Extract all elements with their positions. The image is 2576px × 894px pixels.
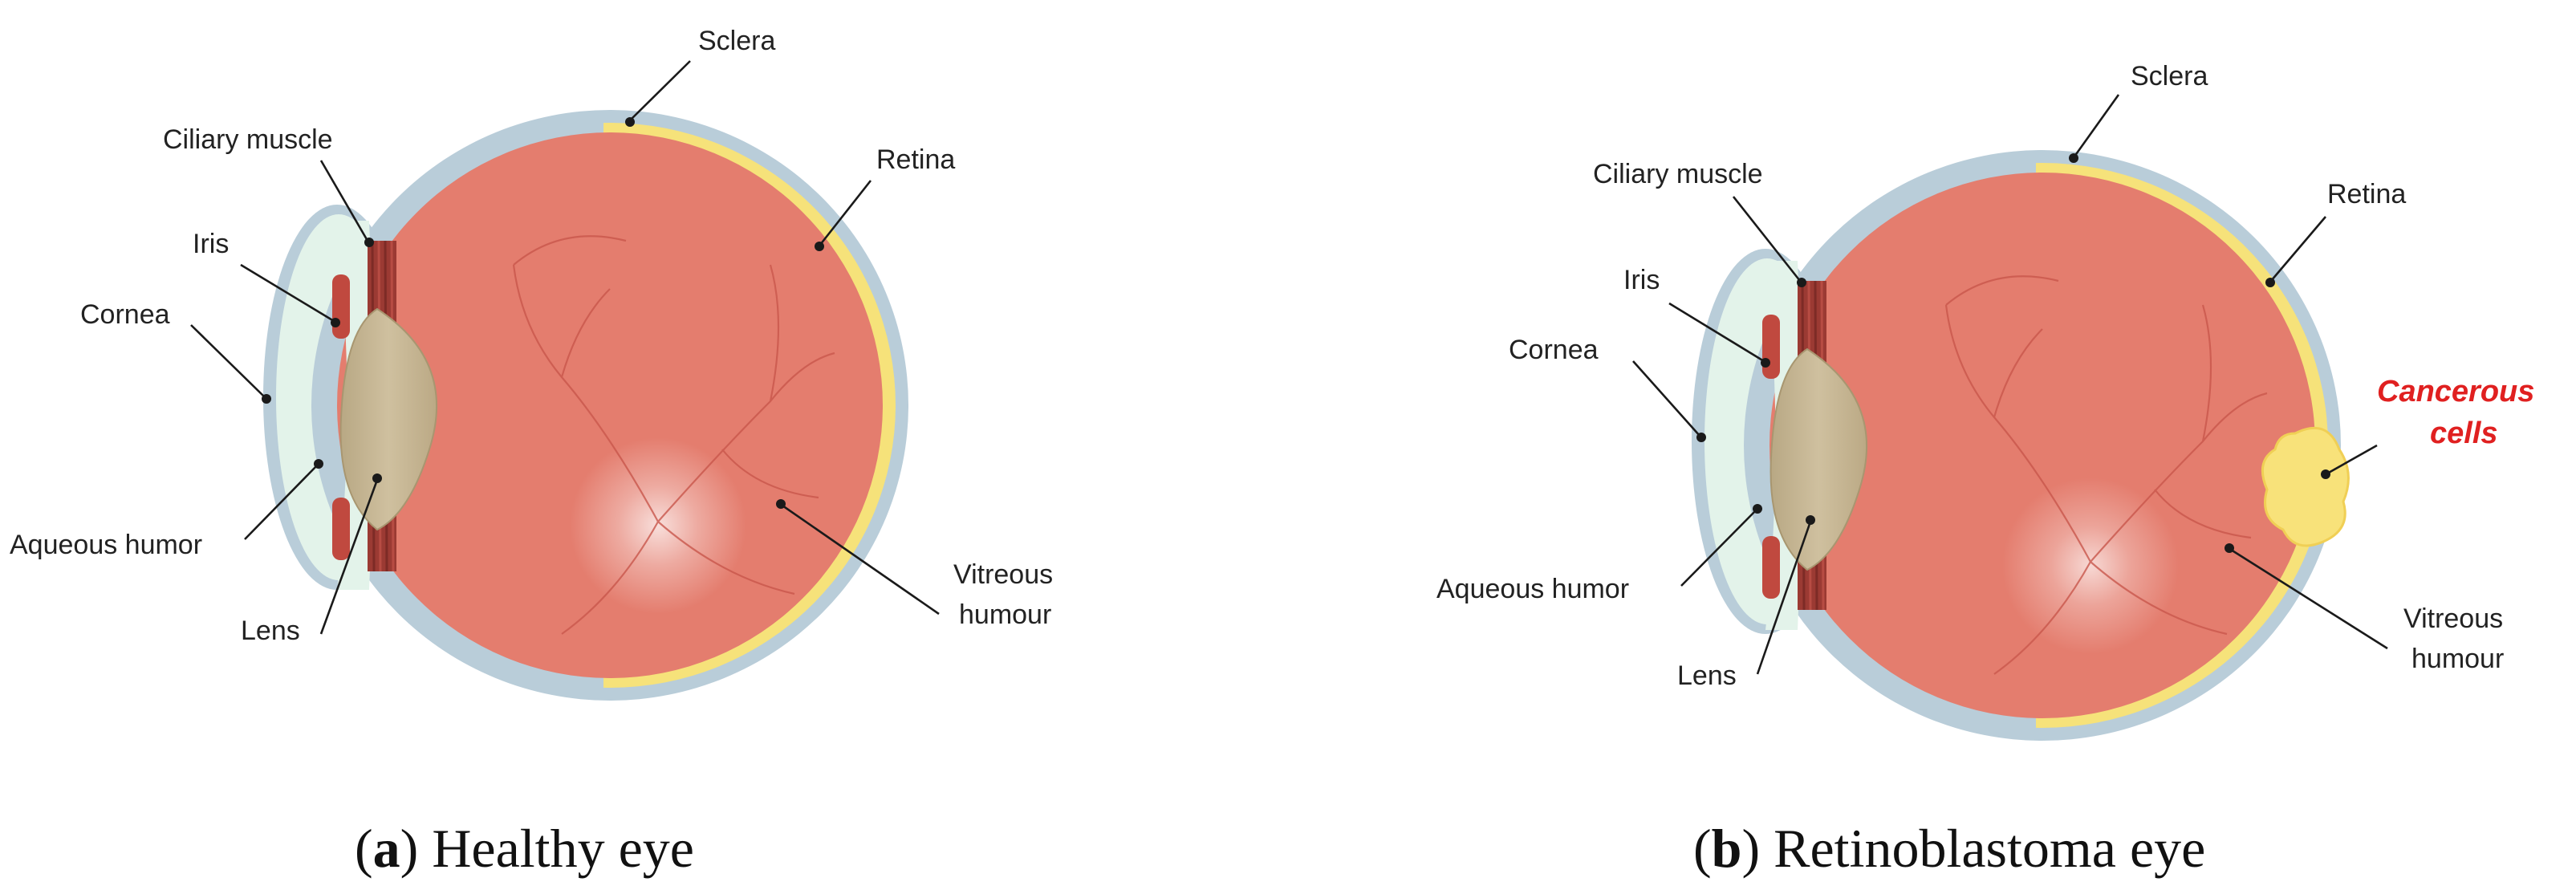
label-vitreous-line1-b: Vitreous (2403, 603, 2503, 634)
label-cancerous-line2: cells (2430, 417, 2498, 450)
caption-open-paren-b: ( (1693, 818, 1712, 879)
caption-text-b: Retinoblastoma eye (1774, 818, 2205, 879)
iris-upper-a (332, 274, 350, 339)
caption-close-paren-b: ) (1741, 818, 1774, 879)
label-lens-b: Lens (1677, 660, 1737, 691)
label-lens-a: Lens (241, 616, 300, 646)
light-spot-b (2002, 477, 2179, 654)
lens-a (339, 307, 438, 531)
caption-a: (a) Healthy eye (355, 818, 694, 879)
caption-close-paren-a: ) (400, 818, 433, 879)
caption-text-a: Healthy eye (432, 818, 694, 879)
eye-illustration-b (1692, 150, 2350, 741)
panel-a-healthy-eye: Sclera Ciliary muscle Retina Iris Cornea… (10, 26, 1053, 879)
blood-vessels-a (512, 235, 835, 635)
iris-lower-b (1762, 536, 1780, 599)
light-spot-a (570, 437, 746, 614)
caption-letter-b: b (1712, 818, 1742, 879)
blood-vessels-b (1944, 275, 2268, 675)
caption-b: (b) Retinoblastoma eye (1693, 818, 2205, 879)
label-vitreous-line2-b: humour (2411, 644, 2504, 674)
label-retina-a: Retina (876, 144, 955, 175)
label-iris-a: Iris (193, 229, 229, 259)
iris-lower-a (332, 498, 350, 560)
label-vitreous-line1-a: Vitreous (953, 559, 1053, 590)
label-sclera-a: Sclera (698, 26, 775, 56)
label-cornea-a: Cornea (80, 299, 170, 330)
leaders-a (190, 60, 940, 635)
vitreous-body-b (1769, 173, 2315, 718)
label-iris-b: Iris (1623, 265, 1660, 295)
vitreous-body-a (337, 132, 883, 678)
label-sclera-b: Sclera (2131, 61, 2208, 91)
panel-b-retinoblastoma-eye: Sclera Ciliary muscle Retina Iris Cornea… (1436, 61, 2534, 879)
iris-upper-b (1762, 315, 1780, 379)
label-aqueous-humor-a: Aqueous humor (10, 530, 202, 560)
cancerous-cells-mass (2261, 426, 2350, 547)
label-aqueous-humor-b: Aqueous humor (1436, 574, 1629, 604)
label-cornea-b: Cornea (1509, 335, 1599, 365)
label-vitreous-line2-a: humour (959, 599, 1051, 630)
label-retina-b: Retina (2327, 179, 2406, 209)
label-cancerous-line1: Cancerous (2377, 375, 2534, 408)
eye-illustration-a (263, 110, 908, 701)
leaders-b (1632, 94, 2388, 675)
caption-letter-a: a (373, 818, 400, 879)
lens-b (1769, 347, 1868, 571)
label-ciliary-muscle-a: Ciliary muscle (163, 124, 333, 155)
label-ciliary-muscle-b: Ciliary muscle (1593, 159, 1763, 189)
caption-open-paren-a: ( (355, 818, 373, 879)
